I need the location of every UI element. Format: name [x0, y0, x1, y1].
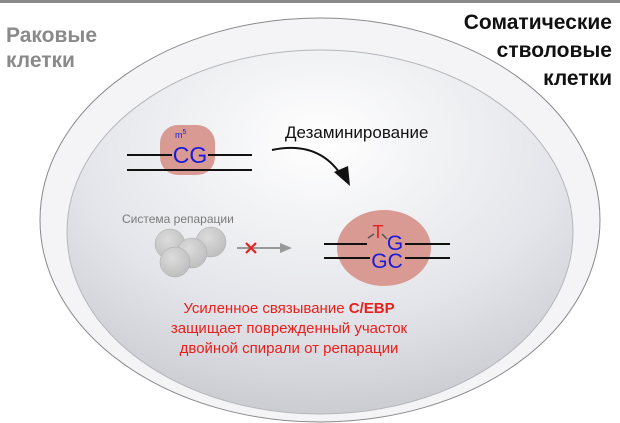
deamination-label: Дезаминирование: [285, 123, 428, 142]
gc-label: GC: [371, 250, 403, 273]
cancer-cells-label-1: Раковые: [6, 24, 97, 47]
repair-system-label: Система репарации: [122, 212, 234, 226]
thymine-label: T: [373, 222, 384, 242]
methyl-label: m5: [175, 129, 187, 140]
arrow-head-icon: [334, 166, 350, 186]
guanine-label: G: [387, 232, 403, 255]
cebp-highlight-blob: [337, 210, 431, 286]
blocked-arrow-icon: [237, 242, 292, 254]
stem-cells-label-2: стволовые: [497, 39, 612, 62]
mismatch-site: T G GC: [324, 210, 450, 286]
caption-line-3: двойной спирали от репарации: [180, 340, 399, 357]
caption-line-1: Усиленное связывание C/EBP: [183, 300, 394, 317]
methylated-cg-site: m5 CG: [127, 125, 252, 175]
inner-cell: [66, 49, 574, 415]
stem-cells-label-3: клетки: [543, 67, 612, 90]
cg-label: CG: [173, 142, 208, 168]
repair-complex-icon: [154, 226, 227, 278]
highlight-blob: [160, 125, 215, 175]
top-border: [0, 0, 620, 3]
cancer-cells-label-2: клетки: [6, 49, 75, 72]
stem-cells-label-1: Соматические: [464, 11, 612, 34]
caption-line-2: защищает поврежденный участок: [171, 320, 408, 337]
